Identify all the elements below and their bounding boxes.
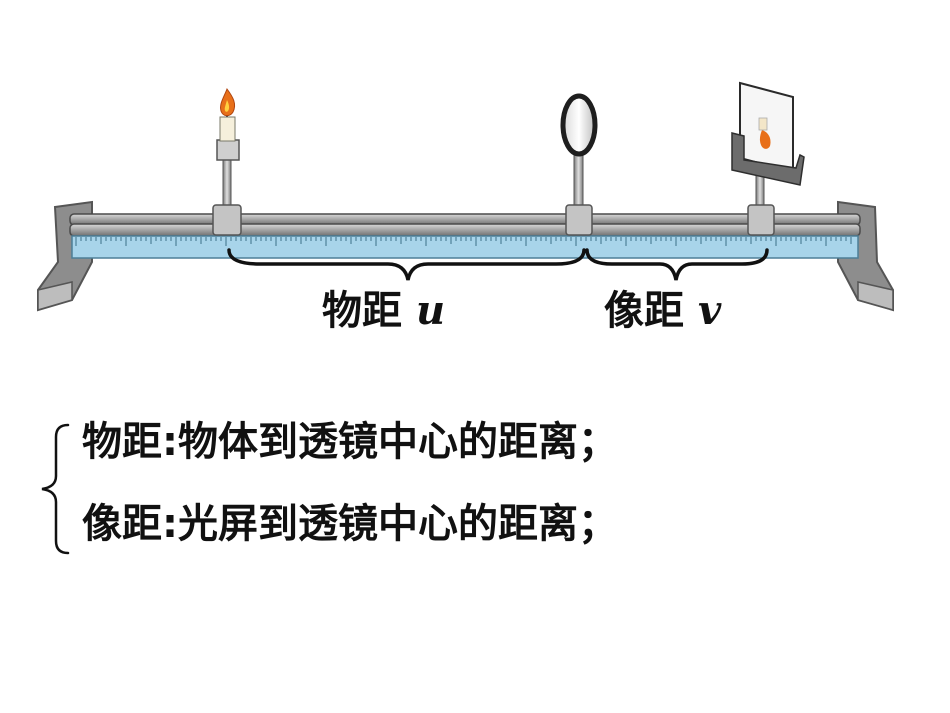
bench-rail (69, 213, 861, 237)
object-distance-definition: 物距:物体到透镜中心的距离； (82, 422, 618, 462)
definition-term: 物距 (82, 419, 162, 465)
candle-image-icon (759, 130, 771, 149)
bench-ruler (71, 235, 859, 259)
definition-text: 光屏到透镜中心的距离； (178, 501, 618, 547)
image-distance-symbol: v (697, 287, 722, 334)
candle-stand (212, 87, 242, 236)
definition-term: 像距 (82, 501, 162, 547)
image-distance-definition: 像距:光屏到透镜中心的距离； (82, 504, 618, 544)
object-distance-brace (227, 248, 586, 281)
object-distance-label: 物距 u (322, 288, 445, 334)
image-distance-brace (585, 248, 769, 281)
object-distance-symbol: u (415, 287, 446, 334)
image-distance-text: 像距 (604, 288, 684, 334)
definition-separator: : (162, 419, 178, 465)
convex-lens (560, 93, 598, 236)
definitions-brace (41, 423, 70, 555)
definition-text: 物体到透镜中心的距离； (178, 419, 618, 465)
light-screen (731, 81, 805, 236)
definition-separator: : (162, 501, 178, 547)
image-distance-label: 像距 v (604, 288, 721, 334)
object-distance-text: 物距 (322, 288, 402, 334)
